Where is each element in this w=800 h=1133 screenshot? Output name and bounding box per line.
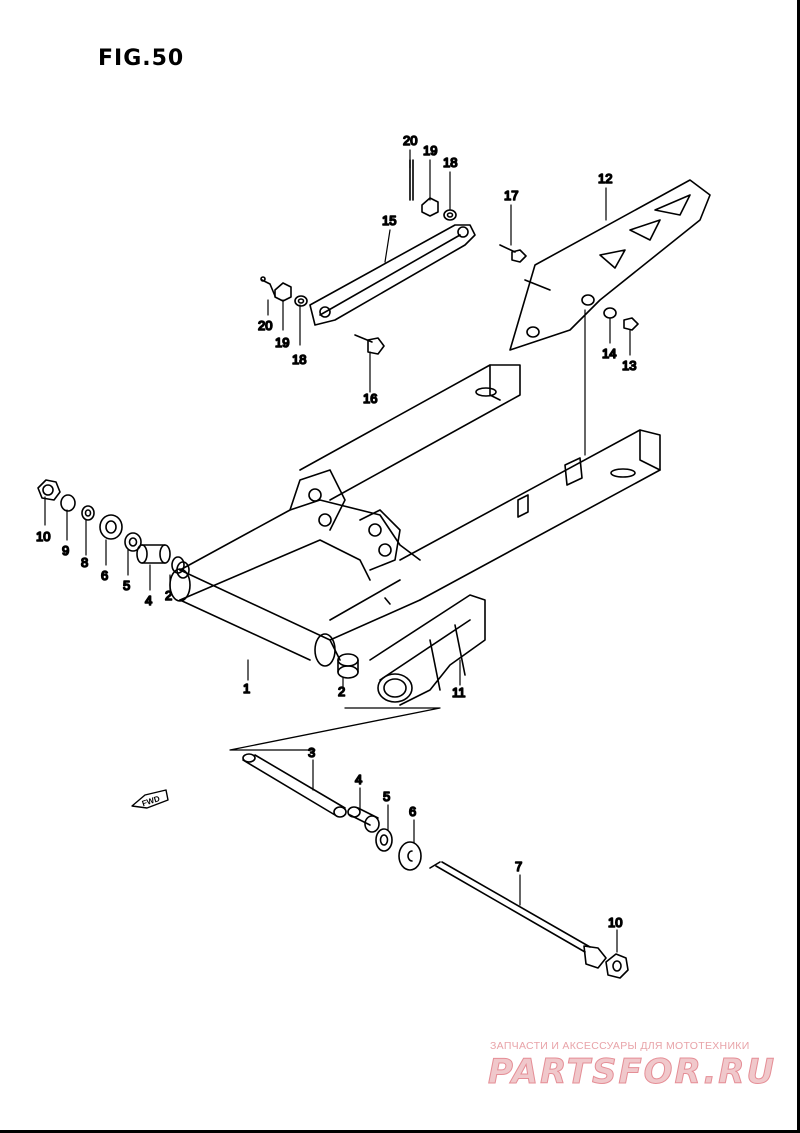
callout-16: 16: [363, 391, 377, 406]
callout-14: 14: [602, 346, 616, 361]
bolt-17: [499, 244, 527, 263]
torque-link: [309, 224, 476, 326]
washer-18-left: [294, 295, 308, 307]
nut-19-left: [274, 282, 292, 302]
callout-15: 15: [382, 213, 396, 228]
callout-4-left: 4: [145, 593, 152, 608]
callout-20-left: 20: [258, 318, 272, 333]
pivot-bolt-7: [429, 861, 607, 969]
swingarm: [169, 364, 661, 667]
callout-10-left: 10: [36, 529, 50, 544]
watermark-logo: PARTSFOR.RU: [487, 1052, 777, 1093]
washer-18-top: [443, 209, 457, 221]
chain-guard: [509, 179, 711, 351]
seal-6-lower: [398, 841, 422, 871]
cotter-pin-left: [260, 276, 276, 297]
nut-10-left: [37, 479, 61, 501]
callout-8: 8: [81, 555, 88, 570]
washer-5-lower: [375, 828, 393, 852]
figure-title: FIG.50: [98, 46, 185, 71]
callout-13: 13: [622, 358, 636, 373]
callout-5-left: 5: [123, 578, 130, 593]
cap-9: [60, 494, 76, 512]
watermark-caption: ЗАПЧАСТИ И АКСЕССУАРЫ ДЛЯ МОТОТЕХНИКИ: [490, 1040, 750, 1052]
frame-border-right: [797, 0, 800, 1133]
callout-17: 17: [504, 188, 518, 203]
frame-border-bottom: [0, 1130, 800, 1133]
bushing-4-lower: [347, 806, 380, 833]
nut-19-top: [421, 197, 439, 217]
callout-6-lower: 6: [409, 804, 416, 819]
chain-case-lower: [369, 594, 486, 706]
callout-20-top: 20: [403, 133, 417, 148]
callout-11: 11: [452, 685, 466, 700]
callout-19-top: 19: [423, 143, 437, 158]
callout-1: 1: [243, 681, 250, 696]
callout-2-left: 2: [165, 588, 172, 603]
callout-12: 12: [598, 171, 612, 186]
callout-3: 3: [308, 745, 315, 760]
bolt-16: [354, 334, 385, 355]
leader-lines: [44, 149, 631, 953]
seal-6-left: [99, 514, 123, 540]
callout-9: 9: [62, 543, 69, 558]
callout-6-left: 6: [101, 568, 108, 583]
washer-8: [81, 505, 95, 521]
bearing-right: [337, 653, 359, 679]
bolt-13: [623, 317, 639, 331]
callout-4-lower: 4: [355, 772, 362, 787]
callout-5-lower: 5: [383, 789, 390, 804]
callout-10-lower: 10: [608, 915, 622, 930]
callout-19-left: 19: [275, 335, 289, 350]
callout-18-top: 18: [443, 155, 457, 170]
callout-18-left: 18: [292, 352, 306, 367]
callout-2-right: 2: [338, 684, 345, 699]
callout-7: 7: [515, 859, 522, 874]
bushing-4-left: [136, 544, 171, 564]
washer-5-left: [124, 532, 142, 552]
washer-14: [603, 307, 617, 319]
spacer-3: [242, 753, 347, 818]
nut-10-lower: [605, 953, 629, 979]
fwd-arrow-icon: FWD: [131, 789, 169, 809]
bearing-2-left: [171, 556, 190, 579]
exploded-guide-line: [229, 707, 441, 751]
